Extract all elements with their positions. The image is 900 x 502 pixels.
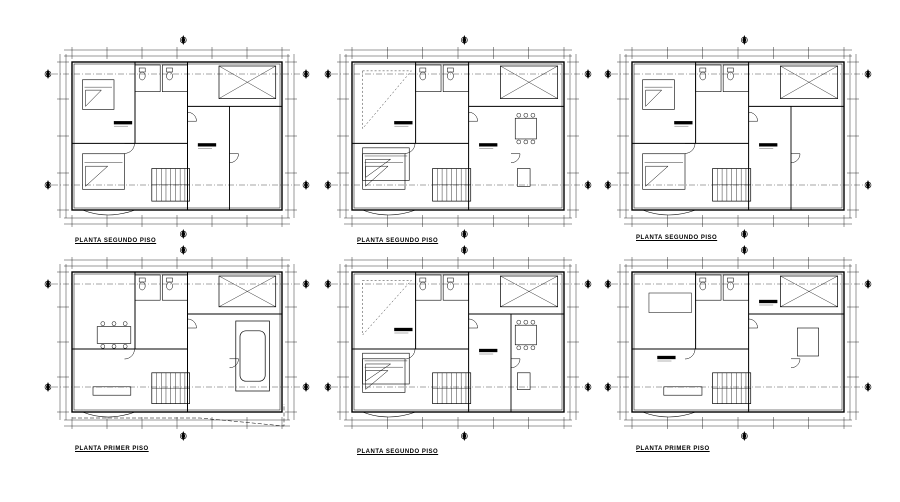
floor-plan-bottom-left [44, 245, 310, 441]
site-line [72, 404, 285, 427]
floor-plan-top-middle [324, 35, 592, 239]
axis-marker [606, 279, 610, 289]
axis-marker [304, 382, 308, 392]
axis-marker [326, 279, 330, 289]
plan-title-top-right: PLANTA SEGUNDO PISO [636, 235, 718, 241]
axis-marker [462, 35, 467, 45]
axis-marker [866, 382, 870, 392]
floor-plan-top-right [604, 35, 872, 239]
floor-plan-bottom-right [604, 245, 872, 441]
axis-marker [742, 35, 747, 45]
axis-marker [46, 279, 50, 289]
axis-marker [46, 180, 50, 190]
axis-marker [181, 229, 186, 239]
axis-marker [586, 69, 590, 79]
axis-marker [326, 180, 330, 190]
axis-marker [606, 382, 610, 392]
axis-marker [462, 431, 467, 441]
axis-marker [742, 431, 747, 441]
axis-marker [866, 69, 870, 79]
axis-marker [304, 180, 308, 190]
axis-marker [586, 180, 590, 190]
axis-marker [462, 245, 467, 255]
plan-title-top-middle: PLANTA SEGUNDO PISO [357, 238, 439, 244]
axis-marker [866, 279, 870, 289]
floor-plan-bottom-middle [324, 245, 592, 441]
balcony-curve [82, 209, 136, 216]
axis-marker [586, 382, 590, 392]
axis-marker [606, 180, 610, 190]
axis-marker [742, 229, 747, 239]
axis-marker [742, 245, 747, 255]
axis-marker [181, 245, 186, 255]
axis-marker [181, 35, 186, 45]
floor-plan-top-left [44, 35, 310, 239]
axis-marker [326, 69, 330, 79]
axis-marker [46, 382, 50, 392]
axis-marker [304, 279, 308, 289]
axis-marker [586, 279, 590, 289]
axis-marker [606, 69, 610, 79]
axis-marker [866, 180, 870, 190]
car-symbol [239, 330, 266, 382]
plan-title-bottom-left: PLANTA PRIMER PISO [75, 446, 149, 452]
axis-marker [304, 69, 308, 79]
balcony-curve [642, 209, 696, 216]
plan-title-top-left: PLANTA SEGUNDO PISO [75, 238, 157, 244]
balcony-curve [82, 411, 136, 418]
balcony-curve [362, 411, 416, 418]
axis-marker [326, 382, 330, 392]
plan-title-bottom-right: PLANTA PRIMER PISO [636, 446, 710, 452]
axis-marker [462, 229, 467, 239]
axis-marker [181, 431, 186, 441]
balcony-curve [642, 411, 696, 418]
axis-marker [46, 69, 50, 79]
balcony-curve [362, 209, 416, 216]
plan-title-bottom-middle: PLANTA SEGUNDO PISO [357, 449, 439, 455]
